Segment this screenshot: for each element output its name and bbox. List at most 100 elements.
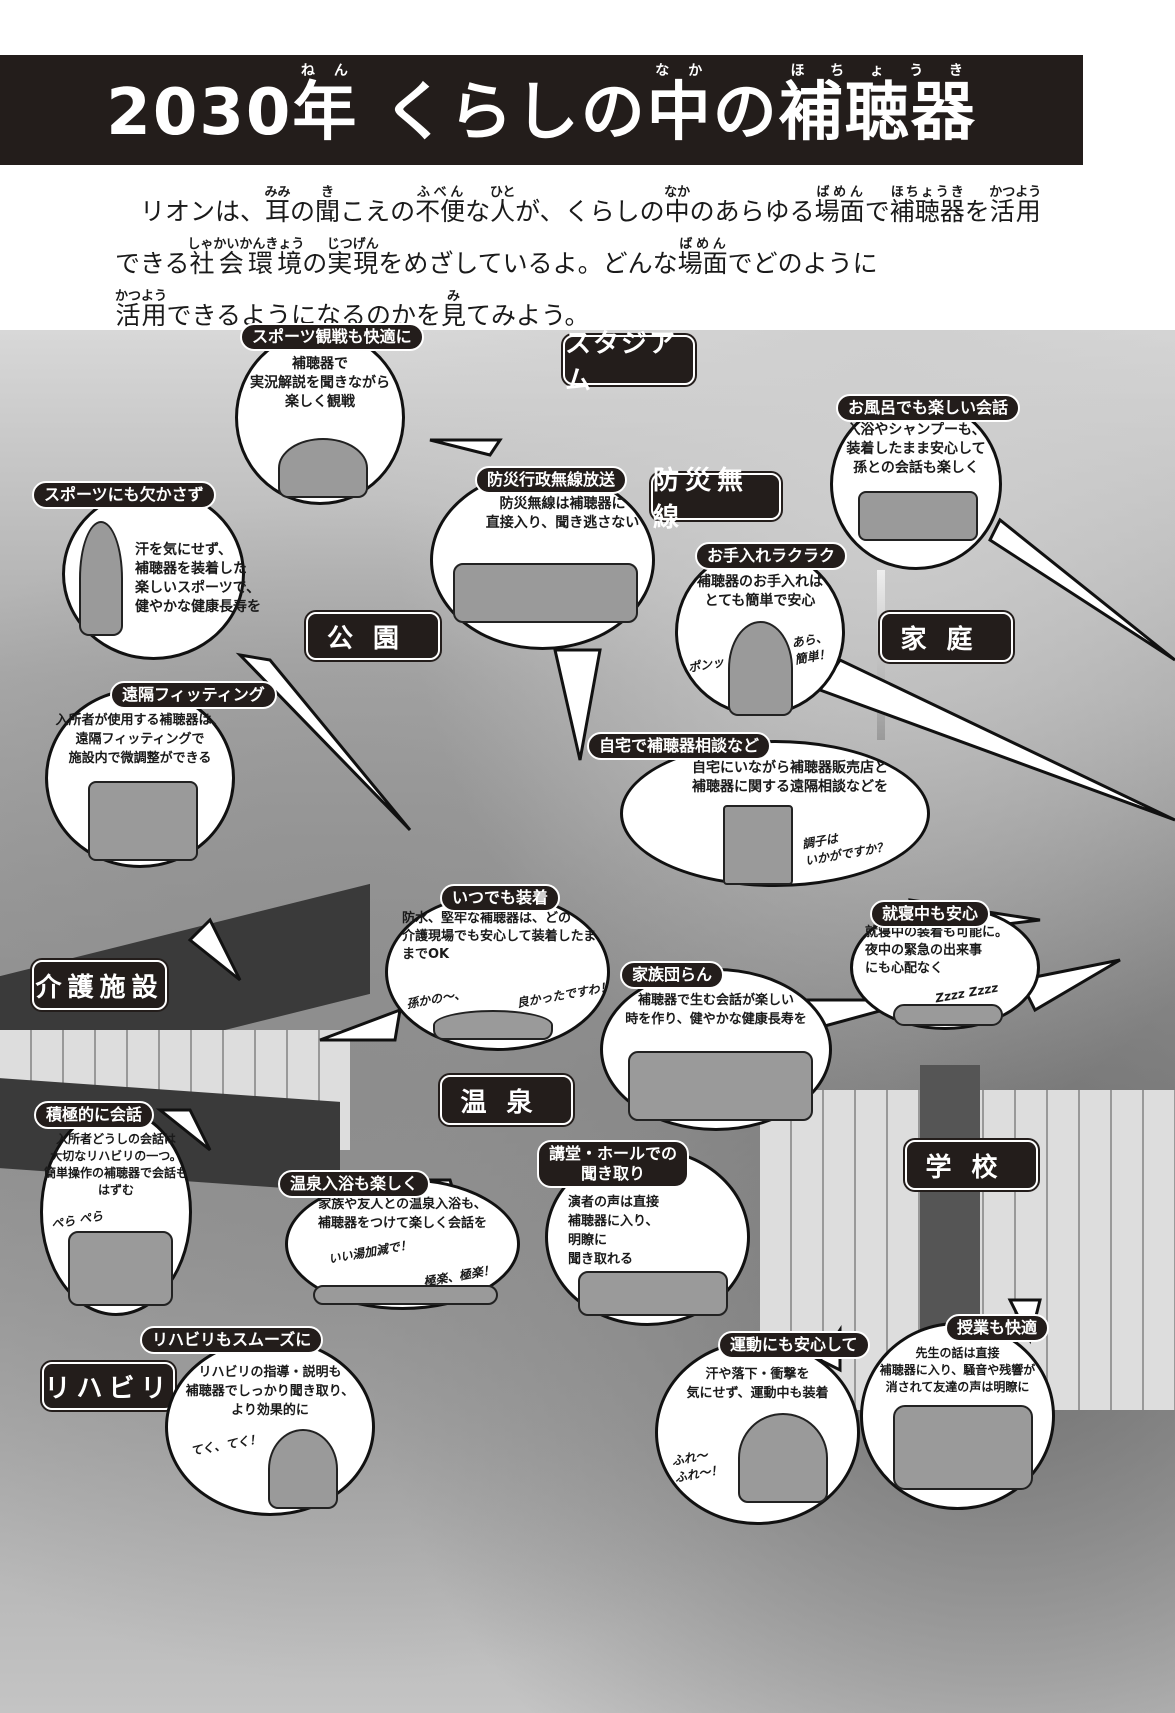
bubble-label: 積極的に会話 [34,1101,155,1129]
wheelchair-figure [68,1231,173,1306]
text-run: リオンは、 [140,197,266,226]
speech-text: 良かったですわ！ [515,979,613,1011]
furigana: なか [664,185,691,200]
speech-text: ポンッ [687,654,726,676]
text-run: が、くらしの [515,197,665,226]
ruby-word: 場面ばめん [814,185,865,226]
ruby-word: 活用かつよう [989,185,1041,226]
ruby-word: 年ねん [292,63,359,150]
bubble-label: スポーツにも欠かさず [32,481,216,509]
ruby-word: 聞き [315,185,341,226]
bubble-tail [319,1007,402,1042]
ruby-base: 場面 [814,197,865,226]
bubble-label: お手入れラクラク [695,542,848,570]
ruby-word: 補聴器ほちょうき [890,185,965,226]
classroom-figure [893,1405,1033,1490]
ruby-word: 中なか [647,63,713,150]
ruby-base: 年 [292,76,359,150]
furigana: み [441,289,467,304]
place-label-onsen: 温泉 [440,1075,573,1125]
bubble-label: スポーツ観戦も快適に [240,323,424,351]
runner-figure [79,521,123,636]
text-run: 2030 [106,76,293,150]
ruby-word: 補聴器ほちょうき [778,63,977,150]
crowd-figure [278,438,368,498]
furigana: なか [646,63,713,79]
ruby-base: 補聴器 [778,76,977,150]
speech-text: 調子は いかがですか？ [801,831,890,869]
bubble-tail [429,438,503,457]
bubble-text: 防水、堅牢な補聴器は、どの 介護現場でも安心して装着したま までOK [402,911,597,962]
furigana: き [315,185,341,200]
place-label-rehab: リハビリ [42,1362,175,1410]
text-run: くらしの [358,76,647,150]
furigana: ひと [489,185,516,200]
video-call-figure [723,805,793,885]
text-run: こえの [340,197,416,226]
bubble-remote: 入所者が使用する補聴器は、 遠隔フィッティングで 施設内で微調整ができる [45,688,235,868]
bubble-sports-watch: 補聴器で 実況解説を聞きながら 楽しく観戦 [235,330,405,505]
bubble-text: 補聴器で生む会話が楽しい 時を作り、健やかな健康長寿を [625,993,807,1027]
bubble-rehab: リハビリの指導・説明も 補聴器でしっかり聞き取り、 より効果的に てく、てく！ [165,1338,375,1516]
furigana: ほちょうき [778,63,977,79]
bubble-label: 防災行政無線放送 [475,466,628,494]
ruby-base: 聞 [315,197,341,226]
speech-text: あら、 簡単！ [790,630,832,667]
bubble-tail [187,917,242,982]
speech-text: てく、てく！ [189,1431,263,1459]
family-table-figure [628,1051,813,1121]
speech-text: Zzzz Zzzz [934,980,1000,1006]
bubble-text: リハビリの指導・説明も 補聴器でしっかり聞き取り、 より効果的に [185,1365,355,1418]
place-label-home: 家庭 [880,612,1013,662]
place-label-school: 学校 [905,1140,1038,1190]
speech-text: ふれ〜 ふれ〜！ [670,1448,724,1485]
bubble-text: 家族や友人との温泉入浴も、 補聴器をつけて楽しく会話を [317,1197,487,1231]
bubble-bath: 入浴やシャンプーも、 装着したまま安心して 孫との会話も楽しく [830,398,1002,570]
bubble-label: 家族団らん [620,961,725,989]
bubble-text: 入所者どうしの会話は 大切なリハビリの一つ。 簡単操作の補聴器で会話も はずむ [43,1132,188,1197]
speech-text: いい湯加減で！ [327,1237,413,1267]
bath-figure [858,491,978,541]
text-run: をめざしているよ。どんな [378,249,678,278]
title-banner: 2030年ねん くらしの中なかの補聴器ほちょうき [0,55,1083,165]
fitting-figure [88,781,198,861]
intro-text: リオンは、耳みみの聞きこえの不便ふべんな人ひとが、くらしの中なかのあらゆる場面ば… [115,185,1075,341]
ruby-base: 見 [441,301,467,330]
bathers-figure [313,1285,498,1305]
bubble-care: 補聴器のお手入れは とても簡単で安心 あら、 簡単！ ポンッ [675,548,845,716]
bubble-talk: 入所者どうしの会話は 大切なリハビリの一つ。 簡単操作の補聴器で会話も はずむ … [40,1108,192,1316]
text-run: を [964,197,990,226]
furigana: しゃかいかんきょう [187,237,305,252]
furigana: みみ [264,185,291,200]
bubble-label: 就寝中も安心 [870,900,991,928]
page-title: 2030年ねん くらしの中なかの補聴器ほちょうき [106,61,976,153]
ruby-word: 見み [441,289,467,330]
bubble-text: 先生の話は直接 補聴器に入り、騒音や残響が 消されて友達の声は明瞭に [879,1346,1036,1394]
woman-figure [728,621,793,716]
runners-figure [738,1413,828,1503]
ruby-base: 場面 [677,249,728,278]
bubble-tail [235,652,412,832]
ruby-word: 人ひと [489,185,516,226]
place-label-park: 公園 [306,612,440,660]
text-run: の [712,76,779,150]
ruby-base: 中 [664,197,691,226]
bubble-text: 自宅にいながら補聴器販売店と 補聴器に関する遠隔相談などを [692,760,888,795]
speech-text: 孫かの〜、 [405,986,467,1012]
caregiver-figure [433,1010,553,1040]
farm-figure [453,563,638,623]
intro-line: できる社会環境しゃかいかんきょうの実現じつげんをめざしているよ。どんな場面ばめん… [115,237,1075,289]
bubble-always: 防水、堅牢な補聴器は、どの 介護現場でも安心して装着したま までOK 孫かの〜、… [385,893,613,1051]
bed-figure [893,1004,1003,1026]
place-label-bousai: 防災無線 [651,466,781,533]
bubble-consult: 自宅にいながら補聴器販売店と 補聴器に関する遠隔相談などを 調子は いかがですか… [620,740,930,887]
furigana: ねん [292,63,359,79]
bubble-label: お風呂でも楽しい会話 [836,394,1021,422]
furigana: かつよう [989,185,1042,200]
ruby-base: 人 [489,197,516,226]
bubble-exercise: 汗や落下・衝撃を 気にせず、運動中も装着 ふれ〜 ふれ〜！ [655,1340,860,1525]
place-label-stadium: スタジアム [563,329,695,396]
ruby-base: 活用 [115,301,168,330]
furigana: ばめん [677,237,728,252]
furigana: ばめん [814,185,865,200]
